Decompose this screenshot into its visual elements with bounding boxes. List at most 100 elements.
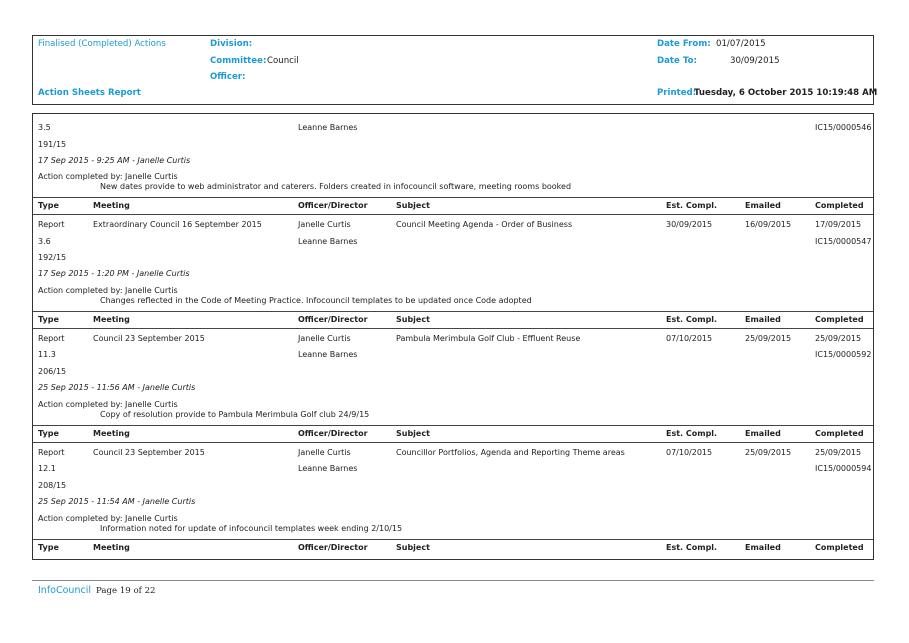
reference-number: IC15/0000594 <box>815 464 872 473</box>
col-header-type: Type <box>38 315 59 324</box>
officer-label: Officer: <box>210 72 246 82</box>
col-header-meeting: Meeting <box>93 201 130 210</box>
action-notes: Changes reflected in the Code of Meeting… <box>100 296 532 305</box>
item-number: 11.3 <box>38 350 56 359</box>
row-completed: 17/09/2015 <box>815 220 862 229</box>
secondary-officer: Leanne Barnes <box>298 123 358 132</box>
footer-page-number: Page 19 of 22 <box>96 586 156 596</box>
row-divider <box>33 442 873 443</box>
col-header-type: Type <box>38 543 59 552</box>
col-header-subject: Subject <box>396 543 430 552</box>
col-header-subject: Subject <box>396 429 430 438</box>
col-header-subject: Subject <box>396 201 430 210</box>
secondary-officer: Leanne Barnes <box>298 464 358 473</box>
row-subject: Pambula Merimbula Golf Club - Effluent R… <box>396 334 581 343</box>
item-number: 12.1 <box>38 464 56 473</box>
printed-value: Tuesday, 6 October 2015 10:19:48 AM <box>694 88 878 98</box>
col-header-emailed: Emailed <box>745 201 781 210</box>
col-header-est-compl: Est. Compl. <box>666 543 718 552</box>
report-type: Finalised (Completed) Actions <box>38 39 166 49</box>
action-notes: Copy of resolution provide to Pambula Me… <box>100 410 370 419</box>
reference-number: IC15/0000592 <box>815 350 872 359</box>
row-officer: Janelle Curtis <box>298 448 351 457</box>
date-from-value: 01/07/2015 <box>716 39 766 49</box>
col-header-officer: Officer/Director <box>298 429 368 438</box>
col-header-completed: Completed <box>815 543 864 552</box>
action-notes: Information noted for update of infocoun… <box>100 524 403 533</box>
action-log-entry: 25 Sep 2015 - 11:54 AM - Janelle Curtis <box>38 497 196 506</box>
action-completed-by: Action completed by: Janelle Curtis <box>38 172 178 181</box>
action-completed-by: Action completed by: Janelle Curtis <box>38 400 178 409</box>
col-header-meeting: Meeting <box>93 429 130 438</box>
row-divider <box>33 425 873 426</box>
committee-value: Council <box>267 56 299 66</box>
row-est-compl: 30/09/2015 <box>666 220 713 229</box>
row-emailed: 16/09/2015 <box>745 220 792 229</box>
report-title: Action Sheets Report <box>38 88 141 98</box>
col-header-completed: Completed <box>815 429 864 438</box>
col-header-emailed: Emailed <box>745 543 781 552</box>
col-header-subject: Subject <box>396 315 430 324</box>
report-content-box <box>32 113 874 560</box>
reference-number: IC15/0000546 <box>815 123 872 132</box>
printed-label: Printed: <box>657 88 697 98</box>
row-officer: Janelle Curtis <box>298 334 351 343</box>
reference-number: IC15/0000547 <box>815 237 872 246</box>
report-header-box <box>32 35 874 105</box>
action-completed-by: Action completed by: Janelle Curtis <box>38 286 178 295</box>
row-divider <box>33 197 873 198</box>
footer-divider <box>32 580 874 581</box>
row-type: Report <box>38 334 65 343</box>
row-est-compl: 07/10/2015 <box>666 334 713 343</box>
footer-brand: InfoCouncil <box>38 585 91 596</box>
action-log-entry: 17 Sep 2015 - 1:20 PM - Janelle Curtis <box>38 269 190 278</box>
secondary-officer: Leanne Barnes <box>298 350 358 359</box>
col-header-meeting: Meeting <box>93 543 130 552</box>
row-emailed: 25/09/2015 <box>745 448 792 457</box>
row-est-compl: 07/10/2015 <box>666 448 713 457</box>
row-subject: Council Meeting Agenda - Order of Busine… <box>396 220 573 229</box>
committee-label: Committee: <box>210 56 267 66</box>
col-header-officer: Officer/Director <box>298 543 368 552</box>
row-emailed: 25/09/2015 <box>745 334 792 343</box>
col-header-officer: Officer/Director <box>298 201 368 210</box>
col-header-officer: Officer/Director <box>298 315 368 324</box>
col-header-est-compl: Est. Compl. <box>666 429 718 438</box>
col-header-est-compl: Est. Compl. <box>666 201 718 210</box>
col-header-emailed: Emailed <box>745 429 781 438</box>
row-divider <box>33 328 873 329</box>
row-type: Report <box>38 220 65 229</box>
resolution-number: 206/15 <box>38 367 67 376</box>
col-header-type: Type <box>38 429 59 438</box>
col-header-type: Type <box>38 201 59 210</box>
action-notes: New dates provide to web administrator a… <box>100 182 572 191</box>
item-number: 3.6 <box>38 237 51 246</box>
date-to-value: 30/09/2015 <box>730 56 780 66</box>
row-meeting: Council 23 September 2015 <box>93 334 205 343</box>
action-log-entry: 17 Sep 2015 - 9:25 AM - Janelle Curtis <box>38 156 191 165</box>
row-meeting: Extraordinary Council 16 September 2015 <box>93 220 262 229</box>
resolution-number: 192/15 <box>38 253 67 262</box>
row-divider <box>33 539 873 540</box>
row-officer: Janelle Curtis <box>298 220 351 229</box>
action-completed-by: Action completed by: Janelle Curtis <box>38 514 178 523</box>
row-completed: 25/09/2015 <box>815 448 862 457</box>
secondary-officer: Leanne Barnes <box>298 237 358 246</box>
action-log-entry: 25 Sep 2015 - 11:56 AM - Janelle Curtis <box>38 383 196 392</box>
col-header-est-compl: Est. Compl. <box>666 315 718 324</box>
row-completed: 25/09/2015 <box>815 334 862 343</box>
division-label: Division: <box>210 39 253 49</box>
col-header-meeting: Meeting <box>93 315 130 324</box>
row-divider <box>33 311 873 312</box>
row-divider <box>33 214 873 215</box>
col-header-completed: Completed <box>815 201 864 210</box>
resolution-number: 191/15 <box>38 140 67 149</box>
row-subject: Councillor Portfolios, Agenda and Report… <box>396 448 625 457</box>
date-from-label: Date From: <box>657 39 711 49</box>
item-number: 3.5 <box>38 123 51 132</box>
resolution-number: 208/15 <box>38 481 67 490</box>
row-meeting: Council 23 September 2015 <box>93 448 205 457</box>
date-to-label: Date To: <box>657 56 697 66</box>
col-header-emailed: Emailed <box>745 315 781 324</box>
col-header-completed: Completed <box>815 315 864 324</box>
